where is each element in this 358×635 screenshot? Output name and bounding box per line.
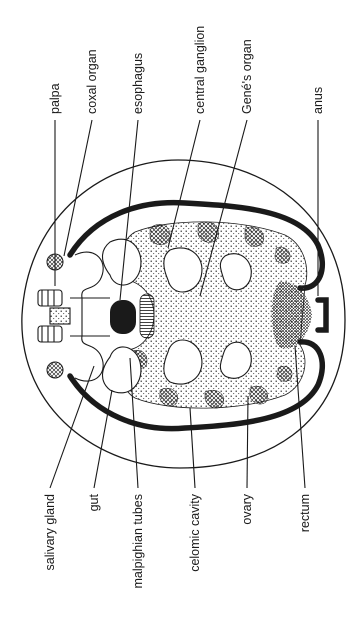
- label-palpa: palpa: [48, 83, 62, 114]
- label-rectum: rectum: [298, 494, 312, 532]
- label-genes-organ: Gené's organ: [240, 39, 254, 114]
- salivary-gland-upper: [75, 252, 103, 298]
- salivary-gland-lower: [75, 336, 103, 381]
- label-gut: gut: [87, 493, 101, 511]
- genes-organ-hatched: [140, 294, 154, 338]
- label-esophagus: esophagus: [131, 53, 145, 114]
- label-coxal-organ: coxal organ: [85, 49, 99, 114]
- esophagus-tube: [70, 298, 110, 336]
- label-central-ganglion: central ganglion: [193, 26, 207, 114]
- label-ovary: ovary: [240, 493, 254, 524]
- label-celomic-cavity: celomic cavity: [188, 493, 202, 572]
- label-salivary-gland: salivary gland: [43, 494, 57, 570]
- central-ganglion: [110, 300, 136, 334]
- anus: [318, 300, 326, 330]
- coxal-organ-lower: [47, 362, 63, 378]
- label-anus: anus: [311, 87, 325, 114]
- palpa: [38, 290, 70, 342]
- rectum-region: [272, 282, 312, 349]
- label-malpighian-tubes: malpighian tubes: [131, 494, 145, 589]
